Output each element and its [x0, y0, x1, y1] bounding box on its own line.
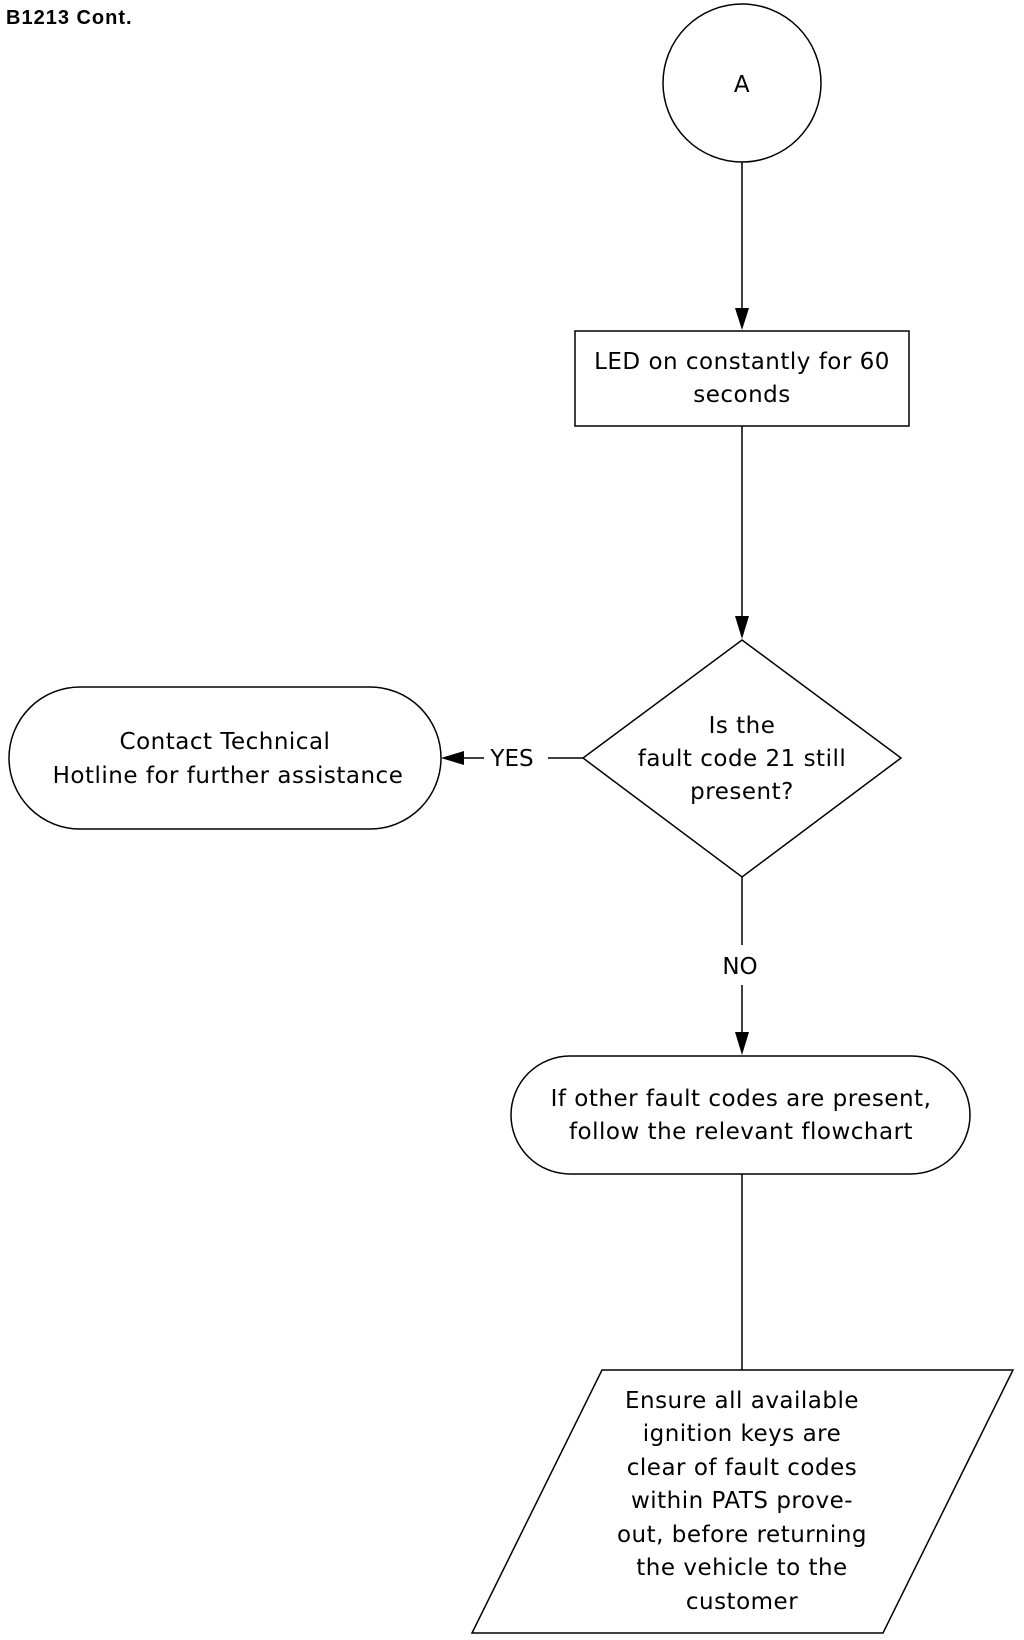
edge-no: NO: [722, 877, 758, 1055]
connector-a: A: [662, 3, 822, 163]
led-box-line-2: seconds: [693, 382, 791, 408]
other-codes-line-2: follow the relevant flowchart: [569, 1119, 913, 1145]
edge-yes: YES: [441, 746, 583, 772]
ensure-line-2: ignition keys are: [643, 1421, 842, 1447]
decision-line-2: fault code 21 still: [638, 746, 847, 772]
decision-line-3: present?: [690, 779, 794, 805]
ensure-line-3: clear of fault codes: [627, 1455, 857, 1481]
ensure-line-5: out, before returning: [617, 1522, 867, 1548]
ensure-line-7: customer: [686, 1589, 798, 1615]
no-label: NO: [722, 954, 757, 980]
led-box-line-1: LED on constantly for 60: [594, 349, 890, 375]
edge-led-to-decision: [735, 426, 749, 639]
ensure-line-6: the vehicle to the: [636, 1555, 847, 1581]
led-status-box: LED on constantly for 60 seconds: [574, 330, 910, 427]
other-codes-terminal: If other fault codes are present, follow…: [510, 1055, 971, 1175]
yes-label: YES: [489, 746, 533, 772]
page-title: B1213 Cont.: [6, 7, 133, 29]
ensure-line-4: within PATS prove-: [631, 1488, 853, 1514]
connector-a-label: A: [734, 72, 750, 98]
ensure-keys-io: Ensure all available ignition keys are c…: [470, 1369, 1015, 1634]
decision-line-1: Is the: [709, 713, 776, 739]
ensure-line-1: Ensure all available: [625, 1388, 859, 1414]
edge-a-to-led: [735, 162, 749, 330]
contact-line-2: Hotline for further assistance: [53, 763, 404, 789]
contact-line-1: Contact Technical: [120, 729, 331, 755]
decision-diamond: Is the fault code 21 still present?: [581, 639, 903, 878]
contact-hotline-terminal: Contact Technical Hotline for further as…: [8, 686, 442, 830]
other-codes-line-1: If other fault codes are present,: [551, 1086, 932, 1112]
